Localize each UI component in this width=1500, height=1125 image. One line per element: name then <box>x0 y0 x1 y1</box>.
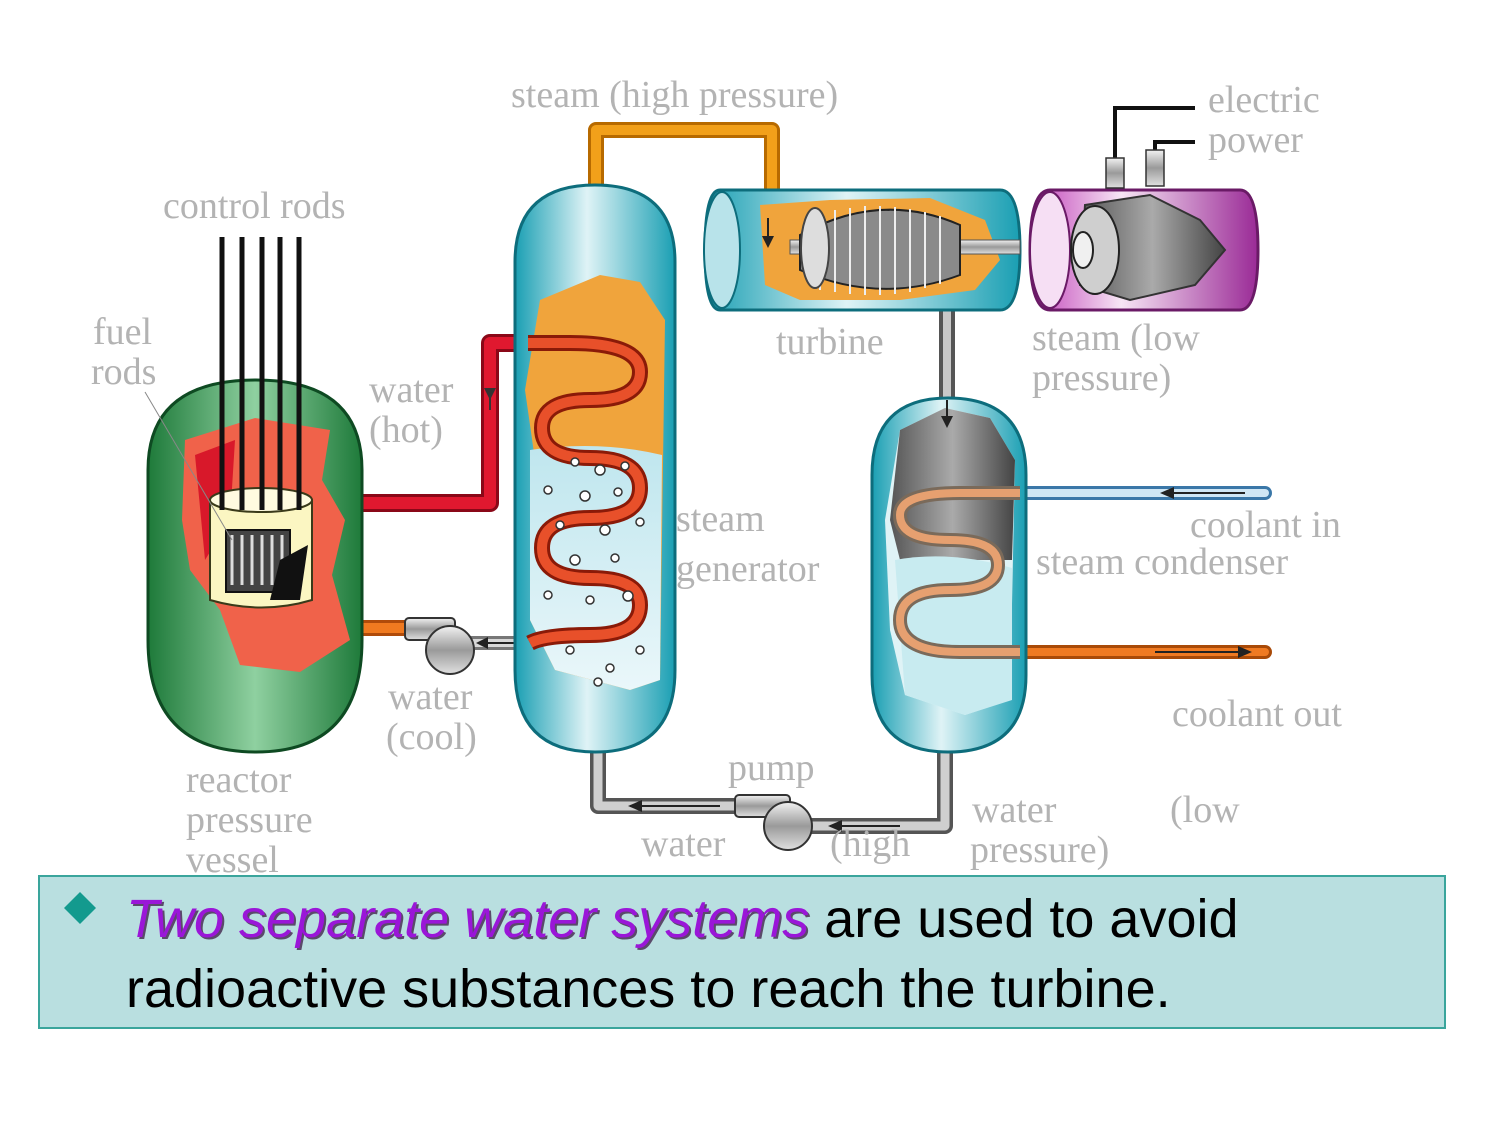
label-coolant-in: coolant in <box>1190 504 1341 546</box>
steam-condenser <box>870 396 1028 754</box>
label-steam-gen-1: steam <box>676 498 765 540</box>
label-steam-high-pressure: steam (high pressure) <box>511 74 839 116</box>
label-water-hot-1: water <box>369 369 454 411</box>
diamond-bullet-icon <box>64 892 96 924</box>
label-turbine: turbine <box>776 321 884 363</box>
condensate-pump <box>734 794 813 851</box>
label-water-low-a: water <box>972 789 1057 831</box>
nuclear-plant-diagram <box>144 106 1272 851</box>
label-coolant-out: coolant out <box>1172 693 1342 735</box>
label-water-cool-2: (cool) <box>386 716 477 758</box>
label-steam-low-2: pressure) <box>1032 357 1172 399</box>
label-reactor-3: vessel <box>186 839 279 881</box>
steam-generator <box>513 183 677 754</box>
label-water-low-c: pressure) <box>970 829 1110 871</box>
label-control-rods: control rods <box>163 185 346 227</box>
label-reactor-2: pressure <box>186 799 313 841</box>
label-reactor-1: reactor <box>186 759 292 801</box>
label-steam-low-1: steam (low <box>1032 317 1200 359</box>
label-rods: rods <box>91 351 157 393</box>
electric-generator <box>1028 188 1260 312</box>
caption-emphasis: Two separate water systems <box>126 889 810 949</box>
label-steam-gen-2: generator <box>676 548 820 590</box>
label-pump: pump <box>728 747 815 789</box>
label-power: power <box>1208 119 1303 161</box>
turbine <box>703 188 1022 312</box>
caption-text: Two separate water systems are used to a… <box>126 884 1426 1024</box>
power-terminals <box>1105 106 1195 189</box>
label-water-cool-1: water <box>388 676 473 718</box>
primary-pump <box>404 617 475 675</box>
label-water-high-b: (high <box>830 823 911 865</box>
reactor-vessel <box>144 378 364 754</box>
control-rods <box>219 237 302 510</box>
label-steam-condenser: steam condenser <box>1036 541 1289 583</box>
label-fuel: fuel <box>93 311 153 353</box>
caption-rest: are used to avoid radioactive substances… <box>126 889 1239 1019</box>
label-water-hot-2: (hot) <box>369 409 443 451</box>
label-water-high-a: water <box>641 823 726 865</box>
label-electric: electric <box>1208 79 1320 121</box>
caption-box <box>38 875 1446 1029</box>
label-water-low-b: (low <box>1170 789 1240 831</box>
